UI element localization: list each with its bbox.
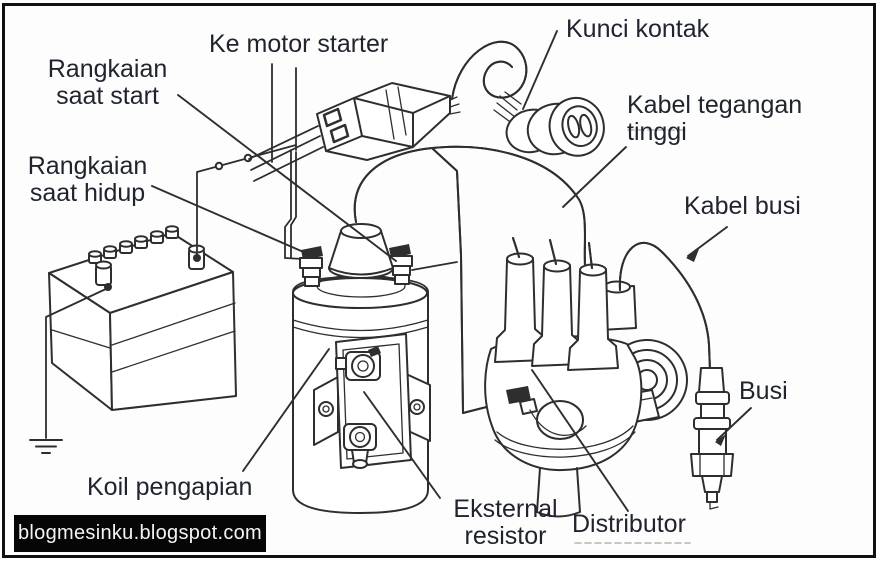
leader-busi: [716, 407, 752, 441]
wiring-connector-drawing: [316, 82, 461, 161]
leader-kabel-tegangan-tinggi: [562, 146, 627, 208]
keyhole-slot: [567, 114, 581, 139]
label-ke-motor-starter: Ke motor starter: [209, 30, 389, 58]
label-rangkaian-saat-hidup: Rangkaian saat hidup: [27, 152, 148, 207]
distributor-drawing: [484, 238, 688, 518]
label-kunci-kontak: Kunci kontak: [566, 15, 710, 43]
label-koil-pengapian: Koil pengapian: [87, 473, 253, 501]
leader-rangkaian-saat-hidup: [151, 185, 316, 258]
watermark-badge: blogmesinku.blogspot.com: [14, 515, 266, 552]
label-kabel-busi: Kabel busi: [684, 192, 801, 220]
leader-distributor: [531, 369, 629, 512]
run-circuit-wire: [196, 144, 297, 258]
ground-wire: [29, 287, 109, 454]
leader-eksternal-resistor: [363, 391, 441, 499]
label-busi: Busi: [739, 377, 788, 405]
spark-plug-drawing: [690, 367, 734, 510]
coil-tower: [328, 223, 394, 279]
coil-terminal-left: [299, 246, 323, 287]
leader-kunci-kontak: [522, 30, 558, 110]
label-kabel-tegangan-tinggi: Kabel tegangan tinggi: [627, 91, 803, 146]
battery-cell-caps: [88, 225, 179, 264]
ghost-print-artifact: [574, 129, 691, 544]
external-resistor-drawing: [335, 333, 412, 469]
label-eksternal-resistor: Eksternal resistor: [453, 495, 558, 550]
battery-terminals: [95, 244, 205, 291]
connector-pin-hole: [329, 123, 350, 144]
ignition-coil-drawing: [292, 223, 431, 514]
label-leader-lines: [151, 30, 752, 512]
ground-symbol: [29, 439, 63, 454]
distributor-towers: [494, 252, 637, 371]
coil-to-distributor-wire: [411, 149, 514, 413]
spark-plug-electrode: [709, 501, 719, 510]
label-distributor: Distributor: [572, 510, 686, 538]
key-switch-drawing: [505, 96, 605, 157]
coil-mounting-bracket: [313, 372, 431, 446]
leader-koil-pengapian: [242, 348, 330, 472]
leader-rangkaian-saat-start: [177, 94, 397, 262]
starter-circuit-wires: [248, 63, 324, 260]
connector-pin-hole: [322, 107, 343, 128]
leader-kabel-busi: [687, 226, 728, 257]
watermark-text: blogmesinku.blogspot.com: [18, 522, 262, 544]
coil-terminal-right: [389, 244, 413, 285]
ignition-switch-cable: [452, 42, 526, 125]
label-rangkaian-saat-start: Rangkaian saat start: [47, 55, 168, 110]
battery-drawing: [48, 225, 237, 411]
distributor-shaft: [536, 467, 581, 518]
distributor-side-terminal: [506, 386, 587, 436]
keyhole-slot: [579, 113, 593, 138]
